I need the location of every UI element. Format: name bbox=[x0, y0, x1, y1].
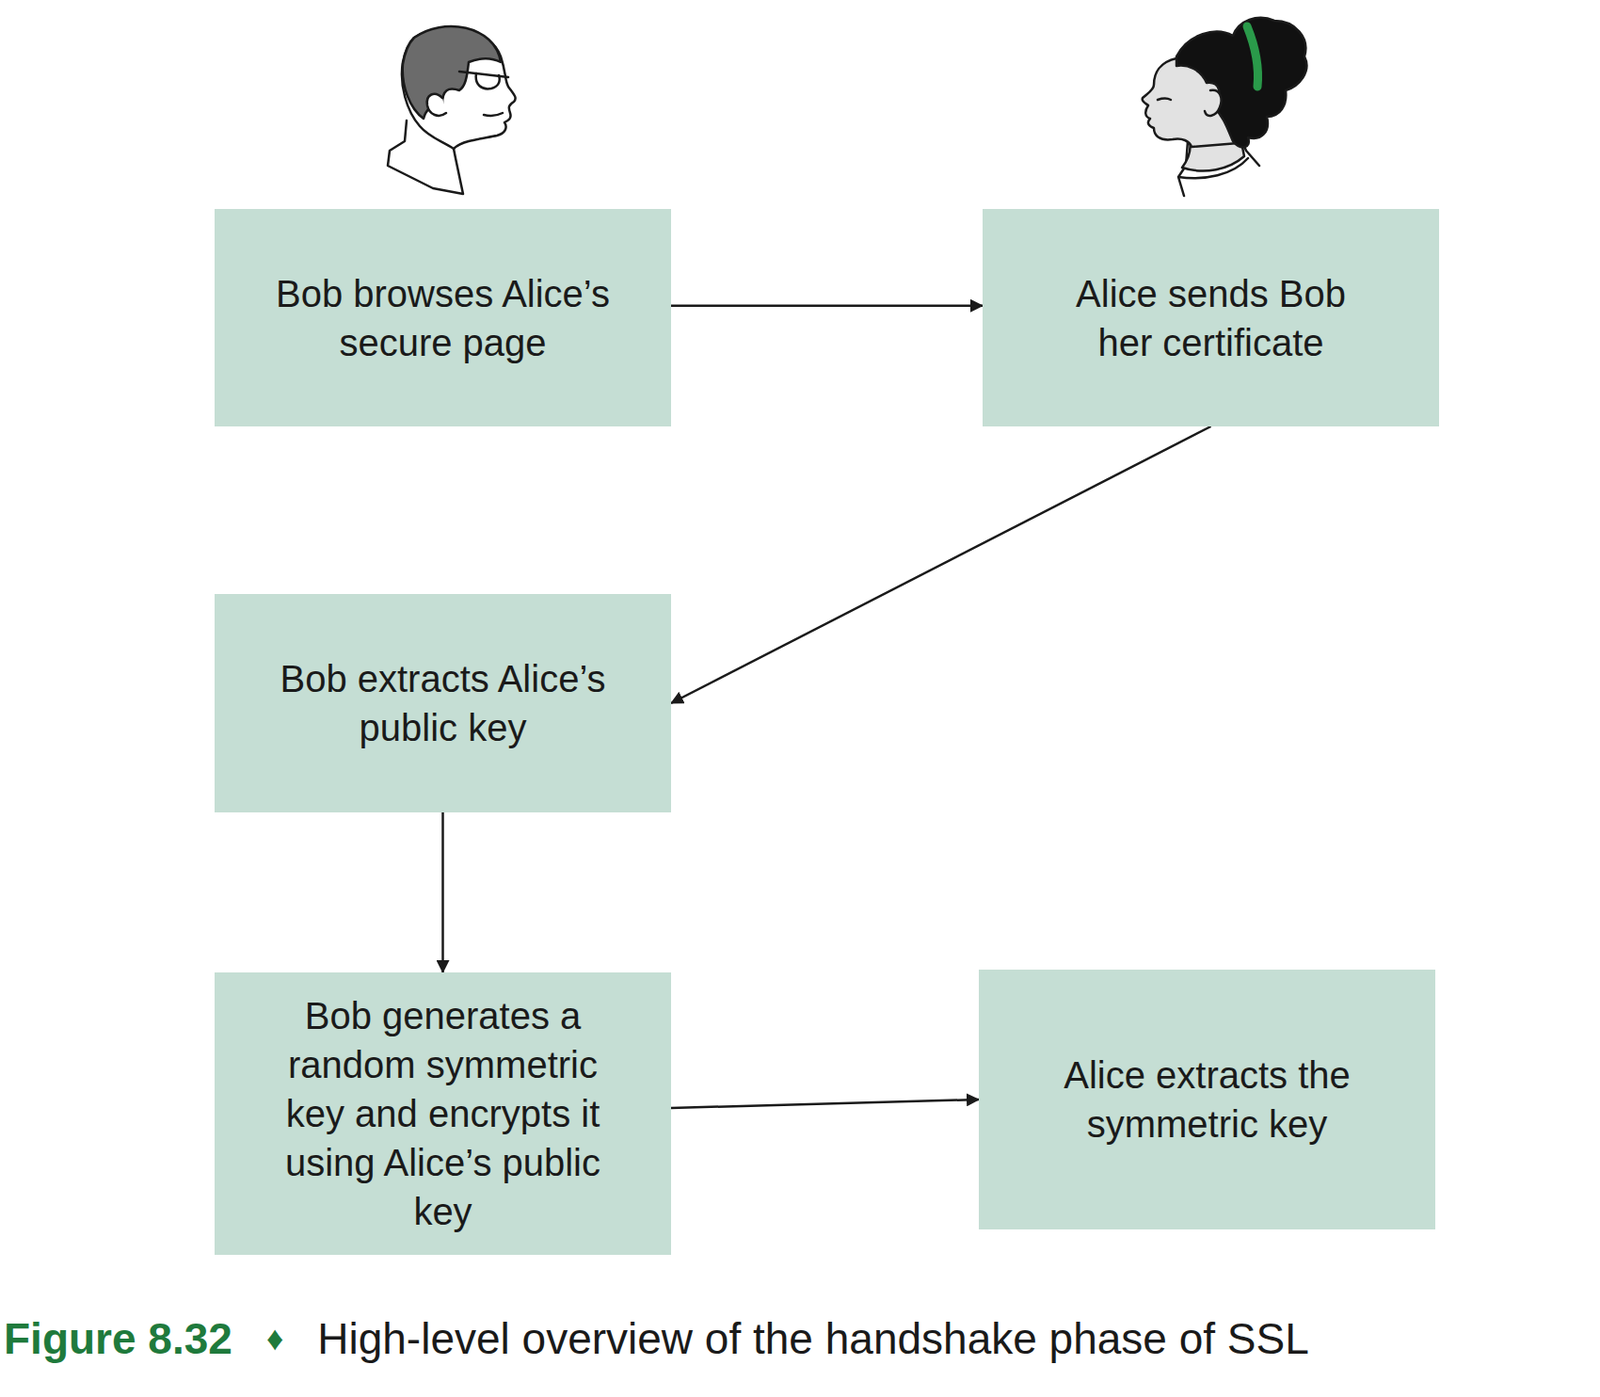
arrow-connector bbox=[441, 812, 445, 973]
process-box: Alice extracts the symmetric key bbox=[978, 969, 1436, 1230]
process-box: Alice sends Bob her certificate bbox=[982, 208, 1440, 427]
caption-separator: ♦ bbox=[266, 1318, 284, 1359]
box-text: Bob extracts Alice’s public key bbox=[245, 654, 641, 752]
process-box: Bob generates a random symmetric key and… bbox=[214, 972, 672, 1255]
box-text: Alice sends Bob her certificate bbox=[1051, 269, 1372, 368]
box-text: Alice extracts the symmetric key bbox=[1028, 1050, 1387, 1149]
box-text: Bob browses Alice’s secure page bbox=[245, 269, 641, 368]
process-box: Bob browses Alice’s secure page bbox=[214, 208, 672, 427]
process-box: Bob extracts Alice’s public key bbox=[214, 593, 672, 813]
arrow-connector bbox=[671, 426, 1212, 704]
figure-caption: High-level overview of the handshake pha… bbox=[317, 1312, 1310, 1364]
arrow-connector bbox=[671, 1099, 979, 1108]
arrow-connector bbox=[671, 304, 983, 308]
alice-figure bbox=[1142, 17, 1308, 196]
bob-figure bbox=[387, 26, 516, 194]
box-text: Bob generates a random symmetric key and… bbox=[273, 991, 613, 1236]
figure-number: Figure 8.32 bbox=[3, 1312, 233, 1364]
